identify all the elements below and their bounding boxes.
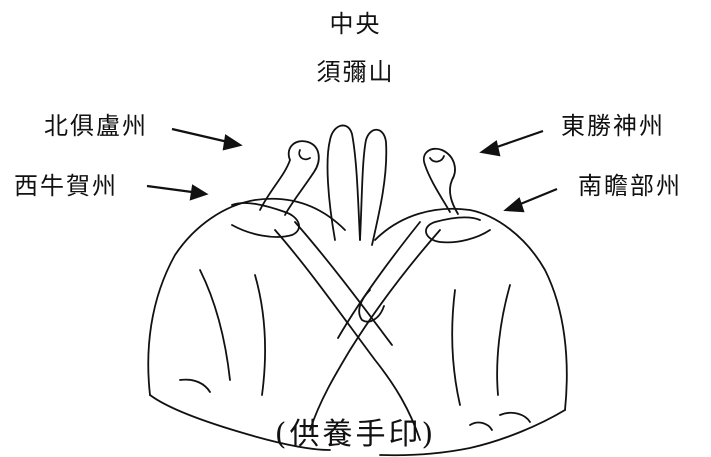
arrow-north-east (479, 129, 544, 157)
southern-continent-label: 南瞻部州 (578, 172, 682, 200)
arrows (146, 127, 558, 213)
mudra-caption: (供養手印) (274, 417, 437, 452)
center-label: 中央 (329, 10, 382, 38)
arrow-north-west (171, 127, 243, 151)
western-continent-label: 西牛賀州 (14, 172, 118, 200)
hands-drawing (147, 124, 568, 457)
northern-continent-label: 北俱盧州 (44, 112, 148, 140)
arrow-west (146, 184, 209, 201)
mount-sumeru-label: 須彌山 (316, 58, 395, 86)
eastern-continent-label: 東勝神州 (561, 112, 665, 140)
arrow-south-east (503, 187, 558, 213)
